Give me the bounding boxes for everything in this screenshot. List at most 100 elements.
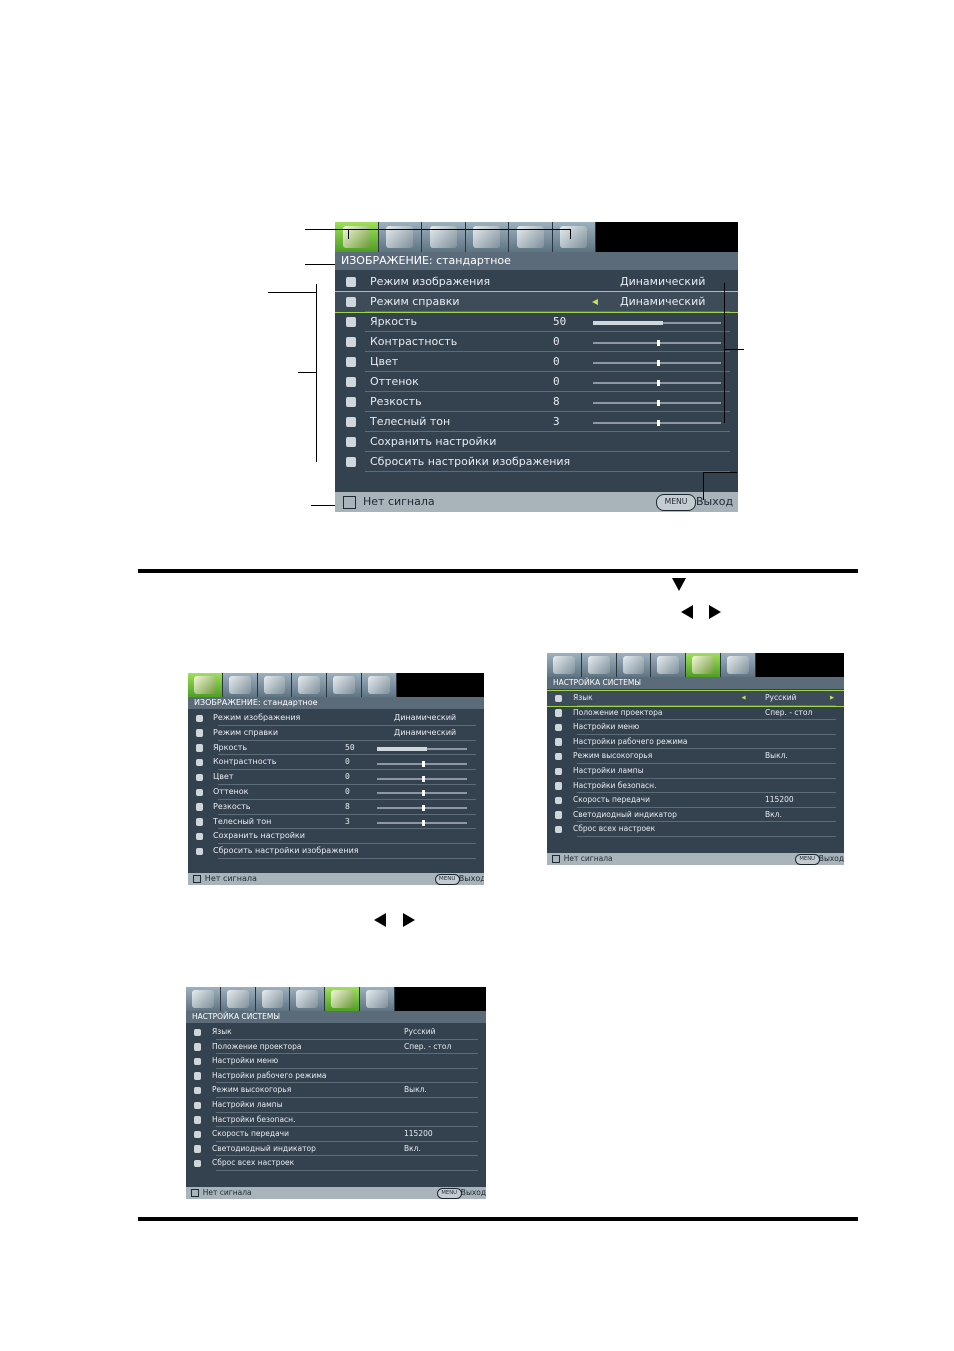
menu-item-slider[interactable] (593, 400, 721, 406)
slider-knob[interactable] (657, 360, 660, 366)
slider-knob[interactable] (422, 760, 425, 767)
menu-key-button[interactable]: MENU (434, 874, 460, 885)
tab-system-basic[interactable] (290, 987, 326, 1011)
tab-display-icon (622, 656, 645, 674)
menu-item-slider[interactable] (377, 760, 467, 767)
menu-item[interactable]: Настройки рабочего режима (186, 1069, 486, 1084)
menu-item-number: 50 (553, 315, 567, 328)
slider-knob[interactable] (657, 340, 660, 346)
slider-knob[interactable] (657, 400, 660, 406)
menu-item[interactable]: Настройки лампы (547, 764, 844, 779)
tab-information[interactable] (721, 653, 756, 677)
menu-item-slider[interactable] (593, 340, 721, 346)
value-right-arrow-icon[interactable]: ▶ (830, 695, 835, 701)
menu-key-button[interactable]: MENU (656, 494, 696, 511)
tab-picture-advanced[interactable] (222, 673, 258, 697)
tab-information[interactable] (360, 987, 395, 1011)
tab-information[interactable] (552, 222, 596, 252)
tab-picture[interactable] (335, 222, 379, 252)
tab-picture[interactable] (188, 673, 223, 697)
menu-item[interactable]: Настройки меню (547, 720, 844, 735)
menu-item[interactable]: Сбросить настройки изображения (335, 452, 738, 472)
tab-system-advanced[interactable] (686, 653, 721, 677)
menu-item[interactable]: Настройки меню (186, 1054, 486, 1069)
menu-item[interactable]: Настройки безопасн. (186, 1113, 486, 1128)
menu-item[interactable]: Сброс всех настроек (547, 822, 844, 837)
slider-knob[interactable] (657, 420, 660, 426)
tab-system-basic[interactable] (465, 222, 509, 252)
menu-item[interactable]: Сохранить настройки (335, 432, 738, 452)
slider-knob[interactable] (422, 775, 425, 782)
menu-item-slider[interactable] (593, 380, 721, 386)
menu-item[interactable]: Сохранить настройки (188, 829, 484, 845)
tab-picture[interactable] (547, 653, 582, 677)
tab-picture-advanced-icon (587, 656, 610, 674)
menu-key-button[interactable]: MENU (436, 1188, 462, 1199)
menu-item-slider[interactable] (593, 420, 721, 426)
tab-picture-advanced[interactable] (220, 987, 256, 1011)
tab-information[interactable] (362, 673, 397, 697)
menu-item-slider[interactable] (593, 321, 721, 325)
menu-item-slider[interactable] (377, 746, 467, 751)
slider-knob[interactable] (657, 380, 660, 386)
menu-item-slider[interactable] (593, 360, 721, 366)
slider-knob[interactable] (422, 790, 425, 797)
menu-item-slider[interactable] (377, 805, 467, 812)
menu-item[interactable]: Настройки рабочего режима (547, 735, 844, 750)
menu-item[interactable]: Сбросить настройки изображения (188, 844, 484, 859)
tab-system-advanced[interactable] (325, 987, 360, 1011)
menu-item[interactable]: Настройки лампы (186, 1098, 486, 1113)
value-left-arrow-icon[interactable]: ◀ (741, 695, 746, 701)
tab-picture-advanced[interactable] (378, 222, 422, 252)
menu-item-slider[interactable] (377, 775, 467, 782)
menu-item-slider[interactable] (377, 819, 467, 826)
tab-picture-advanced[interactable] (581, 653, 617, 677)
tab-system-basic[interactable] (651, 653, 687, 677)
tab-picture[interactable] (186, 987, 221, 1011)
menu-item-slider[interactable] (377, 790, 467, 797)
menu-item[interactable]: Настройки безопасн. (547, 779, 844, 794)
tab-display[interactable] (616, 653, 652, 677)
tab-display[interactable] (255, 987, 291, 1011)
value-left-arrow-icon[interactable]: ◀ (592, 297, 598, 306)
slider-knob[interactable] (422, 819, 425, 826)
menu-item[interactable]: Сброс всех настроек (186, 1156, 486, 1171)
tab-display[interactable] (422, 222, 466, 252)
tab-system-advanced[interactable] (327, 673, 362, 697)
tab-display[interactable] (257, 673, 293, 697)
slider-knob[interactable] (422, 805, 425, 812)
menu-item-label: Оттенок (213, 787, 249, 796)
menu-key-button[interactable]: MENU (794, 854, 820, 865)
tab-system-basic[interactable] (292, 673, 328, 697)
row-divider (577, 821, 836, 823)
tab-system-advanced[interactable] (509, 222, 553, 252)
